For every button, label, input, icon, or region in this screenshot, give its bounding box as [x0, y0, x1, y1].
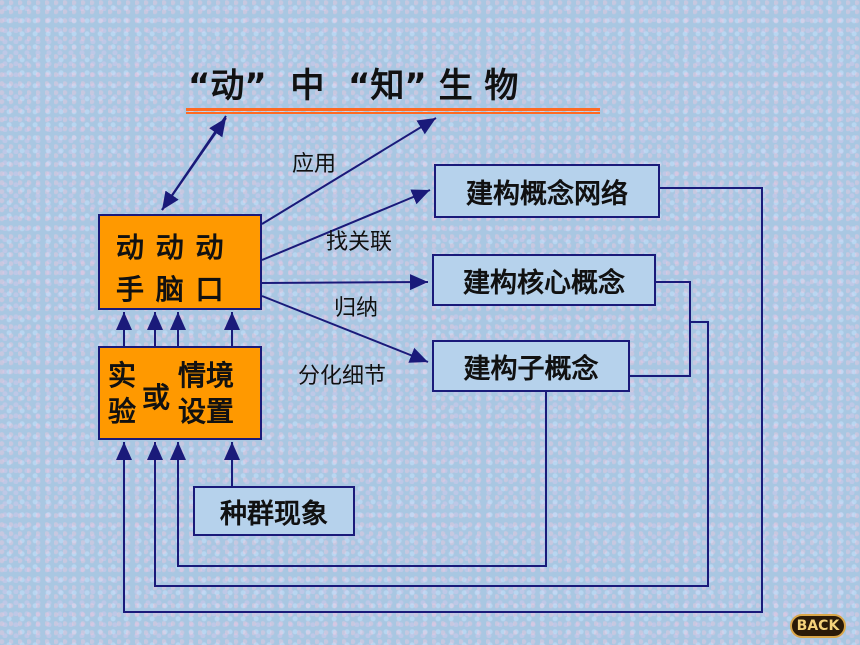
hands-box-line1: 动 动 动 [116, 231, 225, 264]
label-differentiate: 分化细节 [298, 364, 387, 389]
core-concept-box: 建构核心概念 [432, 254, 656, 306]
label-induce: 归纳 [334, 296, 379, 321]
or-text: 或 [142, 381, 171, 414]
population-phenomenon-box: 种群现象 [193, 486, 355, 536]
arrow-find-links [261, 189, 431, 261]
scenario-text: 情境 设置 [178, 359, 235, 428]
arrow-apply [261, 117, 437, 225]
hands-box-line2: 手 脑 口 [116, 273, 225, 306]
sub-concept-box: 建构子概念 [432, 340, 630, 392]
concept-network-box: 建构概念网络 [434, 164, 660, 218]
title-underline-bottom [186, 112, 600, 114]
experiment-or-scenario-box: 实 验 或 情境 设置 [98, 346, 262, 440]
arrow-differentiate [261, 295, 429, 363]
experiment-text: 实 验 [108, 359, 137, 428]
page-title: “动” 中 “知” 生 物 [188, 66, 519, 106]
hands-brain-mouth-box: 动 动 动 手 脑 口 [98, 214, 262, 310]
back-button[interactable]: BACK [790, 614, 846, 638]
label-apply: 应用 [292, 152, 337, 177]
arrow-induce [261, 274, 429, 291]
label-find-links: 找关联 [326, 230, 393, 255]
title-underline-top [186, 108, 600, 111]
